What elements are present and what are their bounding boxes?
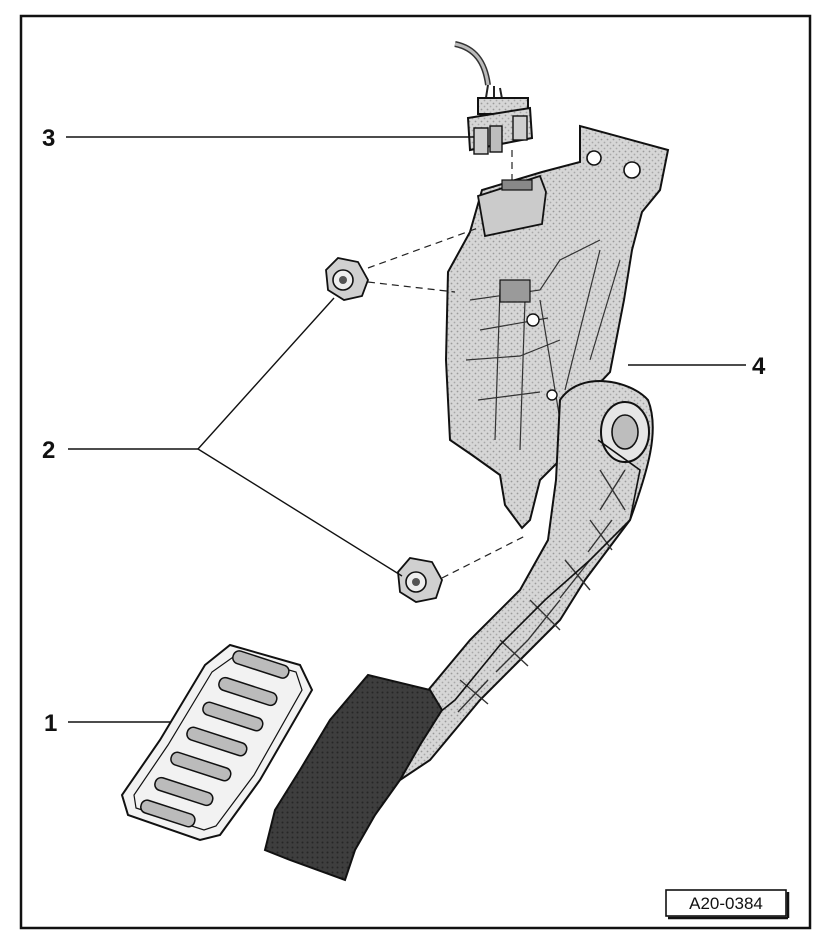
pedal-module-housing xyxy=(444,124,670,530)
figure-ref-box xyxy=(665,889,787,917)
callout-2: 2 xyxy=(42,437,55,464)
pedal-arm xyxy=(393,380,654,782)
leader-line-2-lower xyxy=(197,448,403,577)
pedal-pad-rubber xyxy=(263,673,444,882)
callout-1: 1 xyxy=(44,710,57,737)
callout-3: 3 xyxy=(42,125,55,152)
hex-nut-lower xyxy=(397,557,443,603)
hex-nut-upper xyxy=(325,257,369,301)
leader-line-2-upper xyxy=(197,297,335,450)
callout-4: 4 xyxy=(752,353,766,380)
pedal-cover-plate xyxy=(120,643,314,842)
connector-plug xyxy=(454,41,534,155)
figure-ref-label: A20-0384 xyxy=(689,894,763,913)
